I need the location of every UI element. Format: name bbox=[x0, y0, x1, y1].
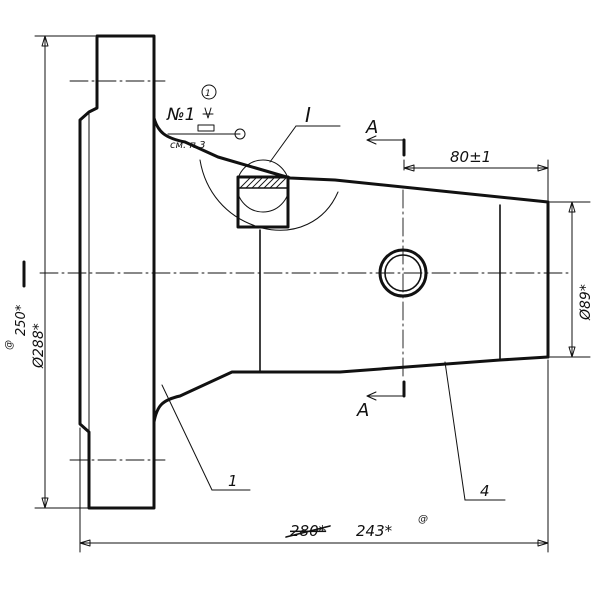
section-mark-top bbox=[366, 135, 406, 157]
dim-end-diameter-text: Ø89* bbox=[578, 284, 594, 321]
weld-symbol bbox=[167, 84, 246, 140]
part-4-label: 4 bbox=[480, 482, 490, 500]
weld-reference: см. п.3 bbox=[170, 140, 205, 151]
dim-flange-diameter-text: Ø288* bbox=[31, 323, 47, 369]
part-1-leader bbox=[161, 384, 251, 491]
detail-circle-I bbox=[199, 125, 341, 231]
dim-flange-diameter bbox=[22, 35, 96, 509]
dim-cone-length-text: 80±1 bbox=[450, 148, 491, 166]
section-label-top: A bbox=[365, 117, 378, 138]
dim-length-note: @ bbox=[418, 514, 428, 525]
section-label-bottom: A bbox=[356, 400, 369, 421]
section-mark-bottom bbox=[366, 380, 406, 401]
part-1-label: 1 bbox=[228, 472, 238, 490]
dim-cone-length bbox=[403, 159, 549, 201]
dim-end-diameter bbox=[549, 201, 591, 358]
detail-label: I bbox=[305, 103, 311, 127]
weld-label: №1 bbox=[166, 105, 196, 125]
dim-flange-alt-text: 250* bbox=[14, 304, 29, 336]
side-hole bbox=[378, 248, 428, 298]
dim-length-text: 243* bbox=[356, 522, 393, 540]
strike-through bbox=[285, 525, 331, 538]
dim-overall-length bbox=[79, 359, 549, 553]
part-4-leader bbox=[444, 361, 506, 501]
flange-body bbox=[69, 34, 166, 510]
dim-flange-note: @ bbox=[4, 340, 15, 350]
weld-circle-note: 1 bbox=[205, 89, 211, 99]
